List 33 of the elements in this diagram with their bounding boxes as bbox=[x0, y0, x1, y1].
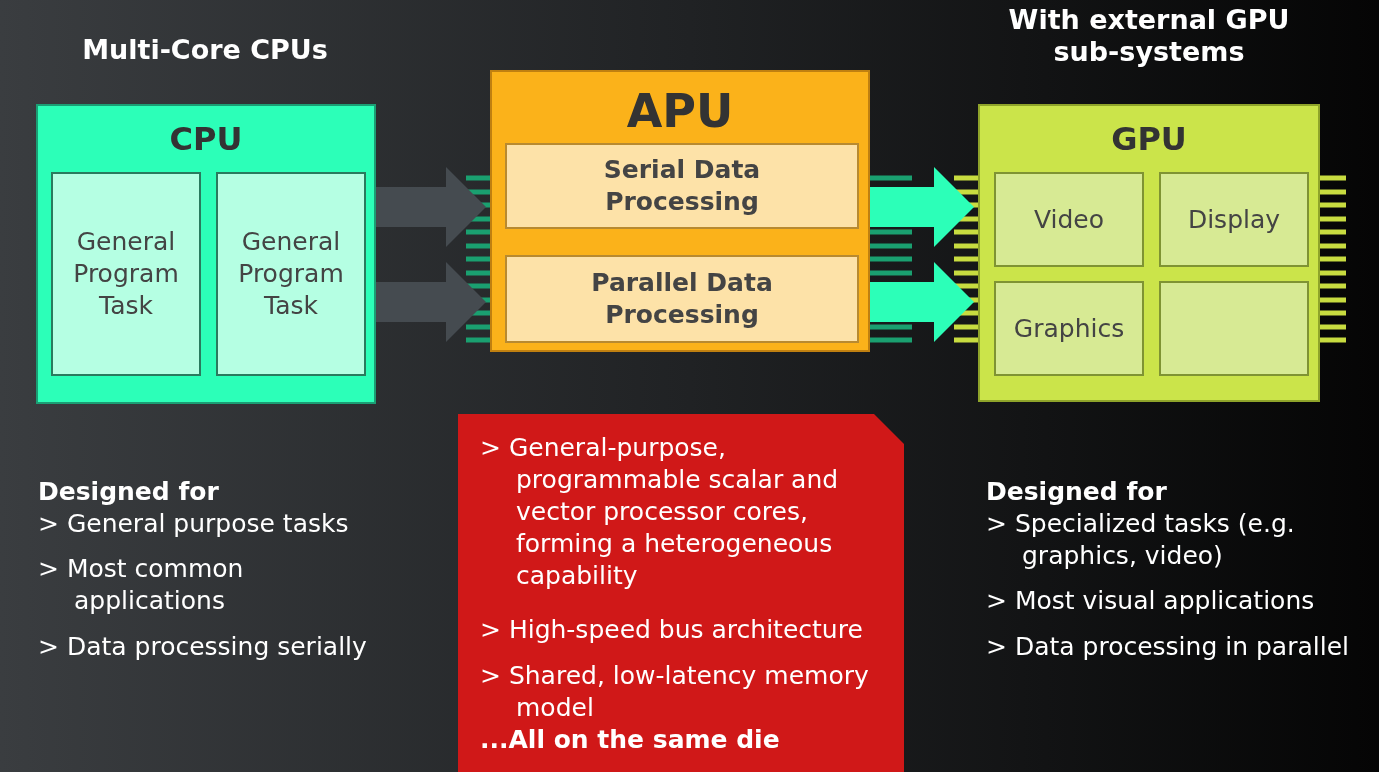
task-block: General Program Task bbox=[216, 172, 366, 376]
arrow bbox=[870, 167, 974, 247]
processing-block: Parallel Data Processing bbox=[505, 255, 859, 343]
bullet-text: > Data processing in parallel bbox=[986, 631, 1350, 663]
section-heading: Designed for bbox=[986, 476, 1167, 508]
bullet-text: > Data processing serially bbox=[38, 631, 368, 663]
empty-block bbox=[1159, 281, 1309, 376]
box-heading: APU bbox=[625, 84, 735, 138]
bullet-text: > General-purpose, programmable scalar and vector processor cores, forming a heterogeneous capability bbox=[480, 432, 840, 592]
bullet-text: > Most visual applications bbox=[986, 585, 1316, 617]
section-heading: Designed for bbox=[38, 476, 219, 508]
function-block: Video bbox=[994, 172, 1144, 267]
box-heading: GPU bbox=[1110, 120, 1188, 158]
heading-text: Multi-Core CPUs bbox=[81, 34, 329, 67]
apu-box bbox=[490, 70, 870, 352]
arrow bbox=[376, 167, 486, 247]
feature-panel bbox=[458, 414, 904, 772]
arrow bbox=[376, 262, 486, 342]
processing-block: Serial Data Processing bbox=[505, 143, 859, 229]
bullet-text: > General purpose tasks bbox=[38, 508, 350, 540]
box-heading: CPU bbox=[168, 120, 244, 158]
bullet-text: > Shared, low-latency memory model bbox=[480, 660, 870, 724]
function-block: Graphics bbox=[994, 281, 1144, 376]
heading-text: With external GPU sub-systems bbox=[1007, 4, 1291, 69]
cpu-box bbox=[36, 104, 376, 404]
bullet-text: > Specialized tasks (e.g. graphics, video) bbox=[986, 508, 1296, 572]
function-block: Display bbox=[1159, 172, 1309, 267]
bullet-text: > Most common applications bbox=[38, 553, 245, 617]
bullet-text: > High-speed bus architecture bbox=[480, 614, 864, 646]
summary-text: ...All on the same die bbox=[480, 724, 781, 756]
gpu-box bbox=[978, 104, 1320, 402]
arrow bbox=[870, 262, 974, 342]
task-block: General Program Task bbox=[51, 172, 201, 376]
